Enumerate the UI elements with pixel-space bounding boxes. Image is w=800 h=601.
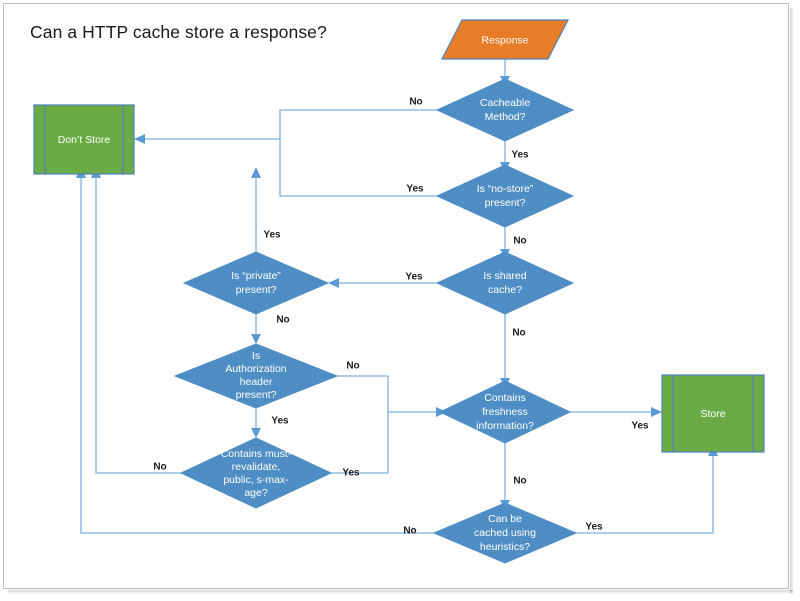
arrowhead-private-yes-to-dontstore [251, 167, 261, 178]
page-frame [3, 3, 789, 589]
authorization-header-label-line-1: Authorization [225, 363, 286, 375]
authorization-header-label-line-2: header [240, 376, 273, 388]
frame-shadow-right [790, 8, 794, 593]
dont-store-box [33, 104, 135, 175]
edge-label-shared-yes: Yes [405, 272, 423, 283]
store-label: Store [700, 408, 725, 420]
cacheable-method-label-line-0: Cacheable [480, 97, 530, 109]
freshness-label-line-1: freshness [482, 406, 528, 418]
must-revalidate-diamond [179, 437, 333, 509]
edge-label-heuristics-yes: Yes [585, 522, 603, 533]
frame-shadow-bottom [8, 590, 793, 594]
no-store-label-line-1: present? [485, 197, 526, 209]
node-heuristics[interactable]: Can be cached using heuristics? [432, 502, 578, 564]
edge-label-private-no: No [276, 315, 289, 326]
edge-label-nostore-yes: Yes [406, 184, 424, 195]
no-store-label-line-0: Is “no-store” [477, 183, 534, 195]
arrowhead-shared-yes-to-private [328, 278, 339, 288]
private-present-diamond [182, 251, 330, 315]
authorization-header-diamond [173, 343, 339, 409]
edge-label-private-yes: Yes [263, 230, 281, 241]
node-authorization-header[interactable]: Is Authorization header present? [173, 343, 339, 409]
dont-store-label: Don’t Store [58, 134, 111, 146]
node-private-present[interactable]: Is “private” present? [182, 251, 330, 315]
edge-label-mustrev-no: No [153, 462, 166, 473]
heuristics-diamond [432, 502, 578, 564]
authorization-header-label-line-0: Is [252, 350, 260, 362]
edge-label-heuristics-no: No [403, 526, 416, 537]
node-shared-cache[interactable]: Is shared cache? [435, 251, 575, 315]
freshness-label-line-2: information? [476, 420, 534, 432]
arrowhead-freshness-yes-to-store [651, 407, 662, 417]
no-store-diamond [435, 164, 575, 228]
response-label: Response [481, 34, 528, 46]
connector-nostore-yes-to-dontstore [279, 139, 437, 197]
node-dont-store[interactable]: Don’t Store [33, 104, 135, 175]
freshness-label-line-0: Contains [484, 392, 525, 404]
node-no-store-present[interactable]: Is “no-store” present? [435, 164, 575, 228]
edge-label-freshness-no: No [513, 476, 526, 487]
response-parallelogram [441, 19, 569, 60]
arrowhead-auth-yes-to-mustrev [251, 428, 261, 438]
edge-label-freshness-yes: Yes [631, 421, 649, 432]
connector-auth-no-to-freshness [337, 375, 389, 412]
heuristics-label-line-0: Can be [488, 513, 522, 525]
node-must-revalidate[interactable]: Contains must- revalidate, public, s-max… [179, 437, 333, 509]
must-revalidate-label-line-1: revalidate, [232, 461, 280, 473]
freshness-diamond [438, 380, 572, 444]
heuristics-label-line-2: heuristics? [480, 541, 530, 553]
shared-cache-diamond [435, 251, 575, 315]
edge-label-nostore-no: No [513, 236, 526, 247]
edge-label-cacheable-no: No [409, 97, 422, 108]
connector-mustrev-yes-to-freshness [331, 411, 440, 474]
connector-cacheable-no-to-dontstore [134, 109, 437, 140]
must-revalidate-label-line-3: age? [244, 487, 268, 499]
shared-cache-label-line-1: cache? [488, 284, 522, 296]
page-title: Can a HTTP cache store a response? [30, 22, 327, 42]
edge-label-mustrev-yes: Yes [342, 468, 360, 479]
connector-heuristics-yes-to-store [576, 452, 714, 534]
edge-label-cacheable-yes: Yes [511, 150, 529, 161]
store-box [661, 374, 765, 453]
connector-heuristics-no-to-dontstore [80, 174, 434, 534]
cacheable-method-label-line-1: Method? [485, 111, 526, 123]
must-revalidate-label-line-0: Contains must- [221, 448, 292, 460]
node-store[interactable]: Store [661, 374, 765, 453]
edge-label-auth-no: No [346, 361, 359, 372]
heuristics-label-line-1: cached using [474, 527, 536, 539]
node-freshness[interactable]: Contains freshness information? [438, 380, 572, 444]
authorization-header-label-line-3: present? [236, 389, 277, 401]
private-present-label-line-1: present? [236, 284, 277, 296]
node-response[interactable]: Response [441, 19, 569, 60]
private-present-label-line-0: Is “private” [231, 270, 281, 282]
cacheable-method-diamond [435, 78, 575, 142]
edge-label-shared-no: No [512, 328, 525, 339]
connector-mustrev-no-to-dontstore [95, 174, 181, 474]
must-revalidate-label-line-2: public, s-max- [223, 474, 289, 486]
node-cacheable-method[interactable]: Cacheable Method? [435, 78, 575, 142]
arrowhead-private-no-to-auth [251, 334, 261, 344]
shared-cache-label-line-0: Is shared [483, 270, 526, 282]
arrowhead-cacheable-no-to-dontstore [134, 134, 145, 144]
edge-label-auth-yes: Yes [271, 416, 289, 427]
